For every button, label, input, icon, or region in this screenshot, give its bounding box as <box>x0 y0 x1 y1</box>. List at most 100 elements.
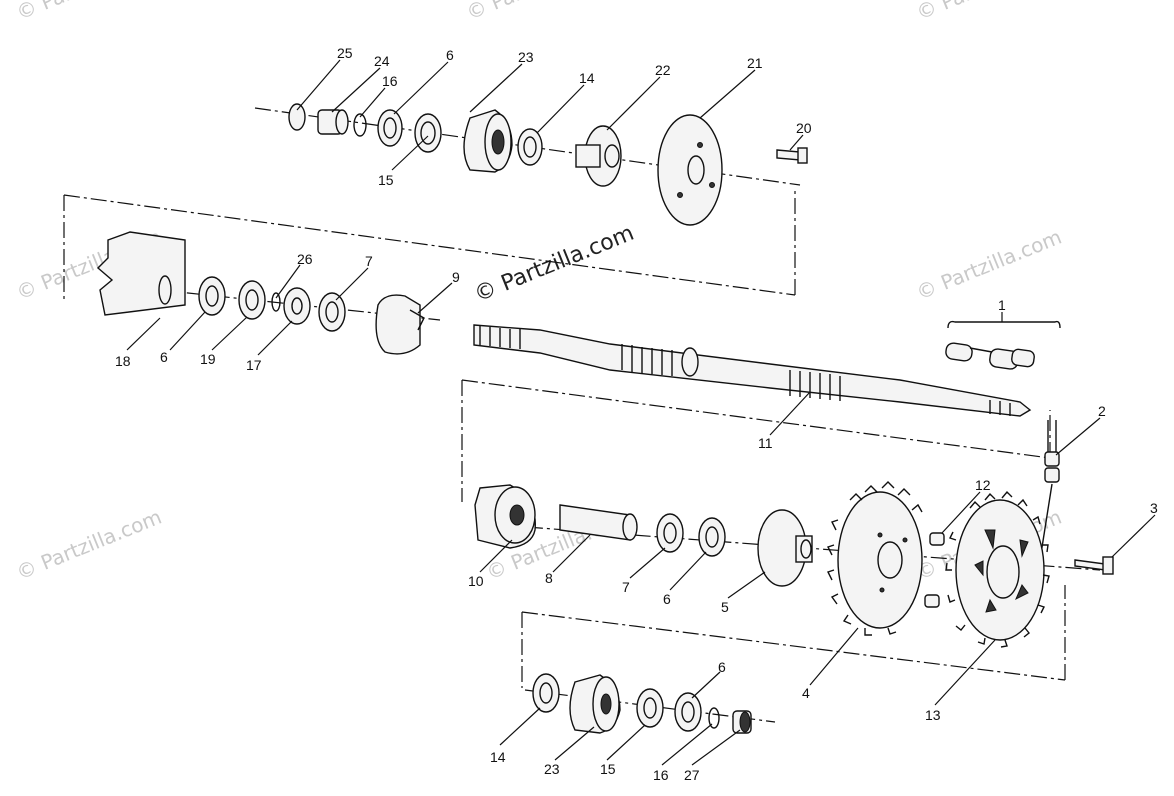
part-6-bore <box>205 285 219 307</box>
watermark-text: © Partzilla.com <box>13 505 165 585</box>
leader-11 <box>769 391 811 436</box>
frame-mid <box>461 379 1051 502</box>
part-13-sprocket <box>945 490 1050 648</box>
callout-15: 15 <box>378 172 394 188</box>
watermark-main: © Partzilla.com <box>471 221 638 308</box>
part-6-bore <box>383 117 397 139</box>
part-14-seal-bottom <box>532 673 560 713</box>
callout-7: 7 <box>365 253 373 269</box>
part-7-bearing-mid <box>318 292 346 332</box>
leader-15-bottom <box>606 724 646 761</box>
leader-9 <box>417 282 453 314</box>
leader-17 <box>257 320 293 356</box>
part-15-bore <box>643 697 657 719</box>
chain-pin <box>969 347 993 353</box>
leader-10 <box>479 539 513 573</box>
part-6-bearing-low <box>698 517 726 557</box>
part-22-bore <box>604 144 620 168</box>
callout-2: 2 <box>1098 403 1106 419</box>
sprocket-cutouts <box>974 529 1029 613</box>
sprocket-hole <box>879 587 885 593</box>
part-20-bolt-head <box>797 147 808 164</box>
bottom-assembly <box>524 673 776 734</box>
watermark-text: © Partzilla.com <box>13 0 165 25</box>
part-3-bolt-head <box>1102 556 1114 575</box>
leader-22 <box>606 76 661 131</box>
leader-27 <box>691 729 741 766</box>
sprocket-teeth <box>827 481 923 636</box>
part-24-face <box>335 109 349 135</box>
callout-19: 19 <box>200 351 216 367</box>
sprocket-body <box>955 499 1045 641</box>
part-17-spacer <box>283 287 311 325</box>
part-6-bearing-mid <box>198 276 226 316</box>
shaft-spline-mid <box>621 344 673 376</box>
callout-27: 27 <box>684 767 700 783</box>
part-21-bolt-hole <box>677 192 683 198</box>
part-10-bore <box>509 504 525 526</box>
leader-25 <box>296 59 341 111</box>
callout-21: 21 <box>747 55 763 71</box>
sprocket-teeth <box>945 490 1050 648</box>
part-2-chain <box>1039 420 1060 561</box>
callout-9: 9 <box>452 269 460 285</box>
part-8-end <box>622 513 638 541</box>
chain-plate <box>945 342 973 362</box>
part-11-drive-shaft <box>473 324 1032 417</box>
part-23-bore <box>491 129 505 155</box>
callout-22: 22 <box>655 62 671 78</box>
leader-14-bottom <box>499 707 541 746</box>
sprocket-body <box>837 491 923 629</box>
callout-20: 20 <box>796 120 812 136</box>
part-18-bearing-plate <box>96 231 186 316</box>
shaft-spline-left <box>479 326 521 349</box>
callout-11: 11 <box>758 435 773 451</box>
frame-top <box>63 188 796 300</box>
leader-lines <box>126 59 1156 766</box>
callout-numbers: 25 24 16 6 23 14 22 21 20 15 26 7 9 18 6… <box>115 45 1158 783</box>
part-15-bore <box>420 121 436 145</box>
leader-6-mid <box>169 311 206 351</box>
watermark-text: © Partzilla.com <box>463 0 615 25</box>
callout-7-low: 7 <box>622 579 630 595</box>
callout-16: 16 <box>382 73 398 89</box>
callout-4: 4 <box>802 685 810 701</box>
chain-link <box>1044 467 1060 483</box>
shaft-spline-end <box>989 400 1011 416</box>
sprocket-hole <box>902 537 908 543</box>
leader-7 <box>335 267 369 301</box>
part-7-bore <box>325 301 339 323</box>
top-assembly <box>254 103 808 226</box>
sprocket-hole <box>877 532 883 538</box>
part-26-snap-ring <box>271 292 281 312</box>
shaft-collar <box>681 347 699 377</box>
part-6-bearing <box>377 109 403 147</box>
part-12-spacer <box>924 594 940 608</box>
shaft-spline-right <box>789 370 841 401</box>
callout-25: 25 <box>337 45 353 61</box>
leader-18 <box>126 317 161 351</box>
part-1-chain-link <box>945 320 1061 370</box>
leader-26 <box>275 264 301 299</box>
callout-15-bottom: 15 <box>600 761 616 777</box>
part-5-neck <box>795 535 813 563</box>
watermark-text: © Partzilla.com <box>913 225 1065 305</box>
part-20-bolt <box>776 149 801 161</box>
callout-8: 8 <box>545 570 553 586</box>
callout-18: 18 <box>115 353 131 369</box>
part-16-ring-bottom <box>708 707 720 729</box>
part-23-bore <box>600 693 612 715</box>
leader-23-bottom <box>554 726 595 761</box>
leader-7-low <box>629 547 666 579</box>
part-14-bore <box>523 136 537 158</box>
leader-13 <box>934 639 996 706</box>
part-18-hole <box>158 275 172 305</box>
mid-assembly <box>96 231 441 355</box>
callout-6-bottom: 6 <box>718 659 726 675</box>
callout-13: 13 <box>925 707 941 723</box>
leader-16 <box>359 87 386 118</box>
callout-23: 23 <box>518 49 534 65</box>
sprocket-bore <box>877 541 903 579</box>
part-21-bolt-hole <box>709 182 715 188</box>
